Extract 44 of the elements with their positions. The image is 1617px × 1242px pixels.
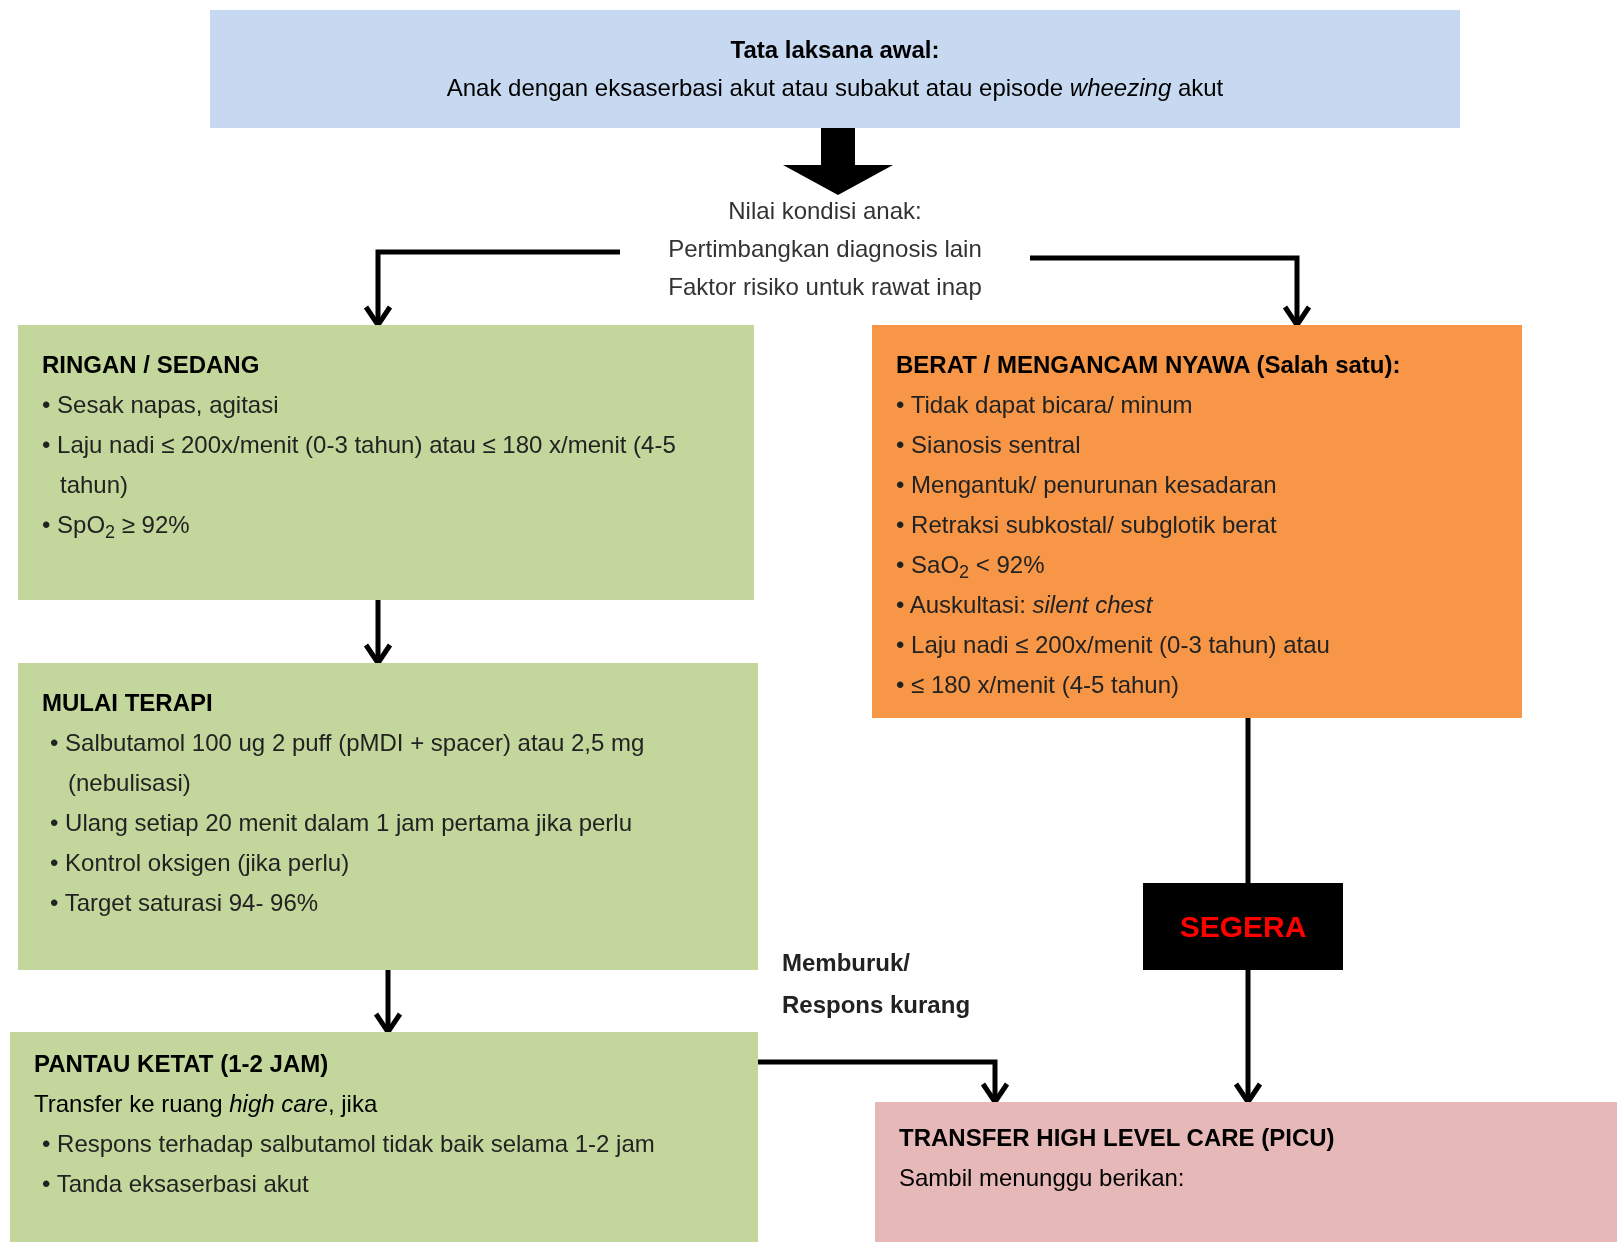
- arrow: [1233, 970, 1263, 1105]
- bullet-item: • Auskultasi: silent chest: [896, 590, 1154, 620]
- bullet-item: • Laju nadi ≤ 200x/menit (0-3 tahun) atau: [896, 630, 1331, 660]
- body-text: Anak dengan eksaserbasi akut atau subakut atau episode wheezing akut: [446, 73, 1224, 103]
- arrow: [758, 1059, 1010, 1105]
- monitor-box: [10, 1032, 758, 1242]
- heading: TRANSFER HIGH LEVEL CARE (PICU): [899, 1123, 1336, 1153]
- urgent-label: SEGERA: [1179, 909, 1307, 945]
- heading: MULAI TERAPI: [42, 688, 214, 718]
- bullet-item: • SaO$_{2}$ < 92%: [896, 550, 1046, 584]
- heading: BERAT / MENGANCAM NYAWA (Salah satu):: [896, 350, 1402, 380]
- assessment-line: Nilai kondisi anak:: [728, 196, 922, 226]
- bullet-item: • Sianosis sentral: [896, 430, 1082, 460]
- bullet-item: • Laju nadi ≤ 200x/menit (0-3 tahun) atau ≤ 180 x/menit (4-5 tahun): [42, 430, 677, 500]
- bullet-item: • Tidak dapat bicara/ minum: [896, 390, 1194, 420]
- bullet-item: • Ulang setiap 20 menit dalam 1 jam pertama jika perlu: [50, 808, 634, 838]
- severe-box: [872, 325, 1522, 718]
- heading: Tata laksana awal:: [730, 35, 940, 65]
- arrow: [363, 600, 393, 666]
- connector-line: [1245, 718, 1251, 883]
- block-arrow: [783, 128, 893, 195]
- heading: RINGAN / SEDANG: [42, 350, 261, 380]
- bullet-item: • Kontrol oksigen (jika perlu): [50, 848, 351, 878]
- start-box: [210, 10, 1460, 128]
- bullet-item: • Mengantuk/ penurunan kesadaran: [896, 470, 1278, 500]
- bullet-item: • ≤ 180 x/menit (4-5 tahun): [896, 670, 1181, 700]
- bullet-item: • Respons terhadap salbutamol tidak baik selama 1-2 jam: [42, 1129, 656, 1159]
- body-text: Sambil menunggu berikan:: [899, 1163, 1186, 1193]
- mild-moderate-box: [18, 325, 754, 600]
- therapy-box: [18, 663, 758, 970]
- bullet-item: • Retraksi subkostal/ subglotik berat: [896, 510, 1278, 540]
- assessment-line: Pertimbangkan diagnosis lain: [668, 234, 982, 264]
- arrow: [373, 970, 403, 1035]
- bullet-item: • Sesak napas, agitasi: [42, 390, 280, 420]
- bullet-item: • Salbutamol 100 ug 2 puff (pMDI + spacer) atau 2,5 mg (nebulisasi): [50, 728, 646, 798]
- bullet-item: • SpO$_{2}$ ≥ 92%: [42, 510, 191, 544]
- assessment-line: Faktor risiko untuk rawat inap: [668, 272, 982, 302]
- arrow: [1030, 255, 1312, 328]
- heading: PANTAU KETAT (1-2 JAM): [34, 1049, 330, 1079]
- bullet-item: • Target saturasi 94- 96%: [50, 888, 320, 918]
- body-text: Transfer ke ruang high care, jika: [34, 1089, 379, 1119]
- urgent-box: [1143, 883, 1343, 970]
- bullet-item: • Tanda eksaserbasi akut: [42, 1169, 310, 1199]
- arrow: [363, 249, 620, 328]
